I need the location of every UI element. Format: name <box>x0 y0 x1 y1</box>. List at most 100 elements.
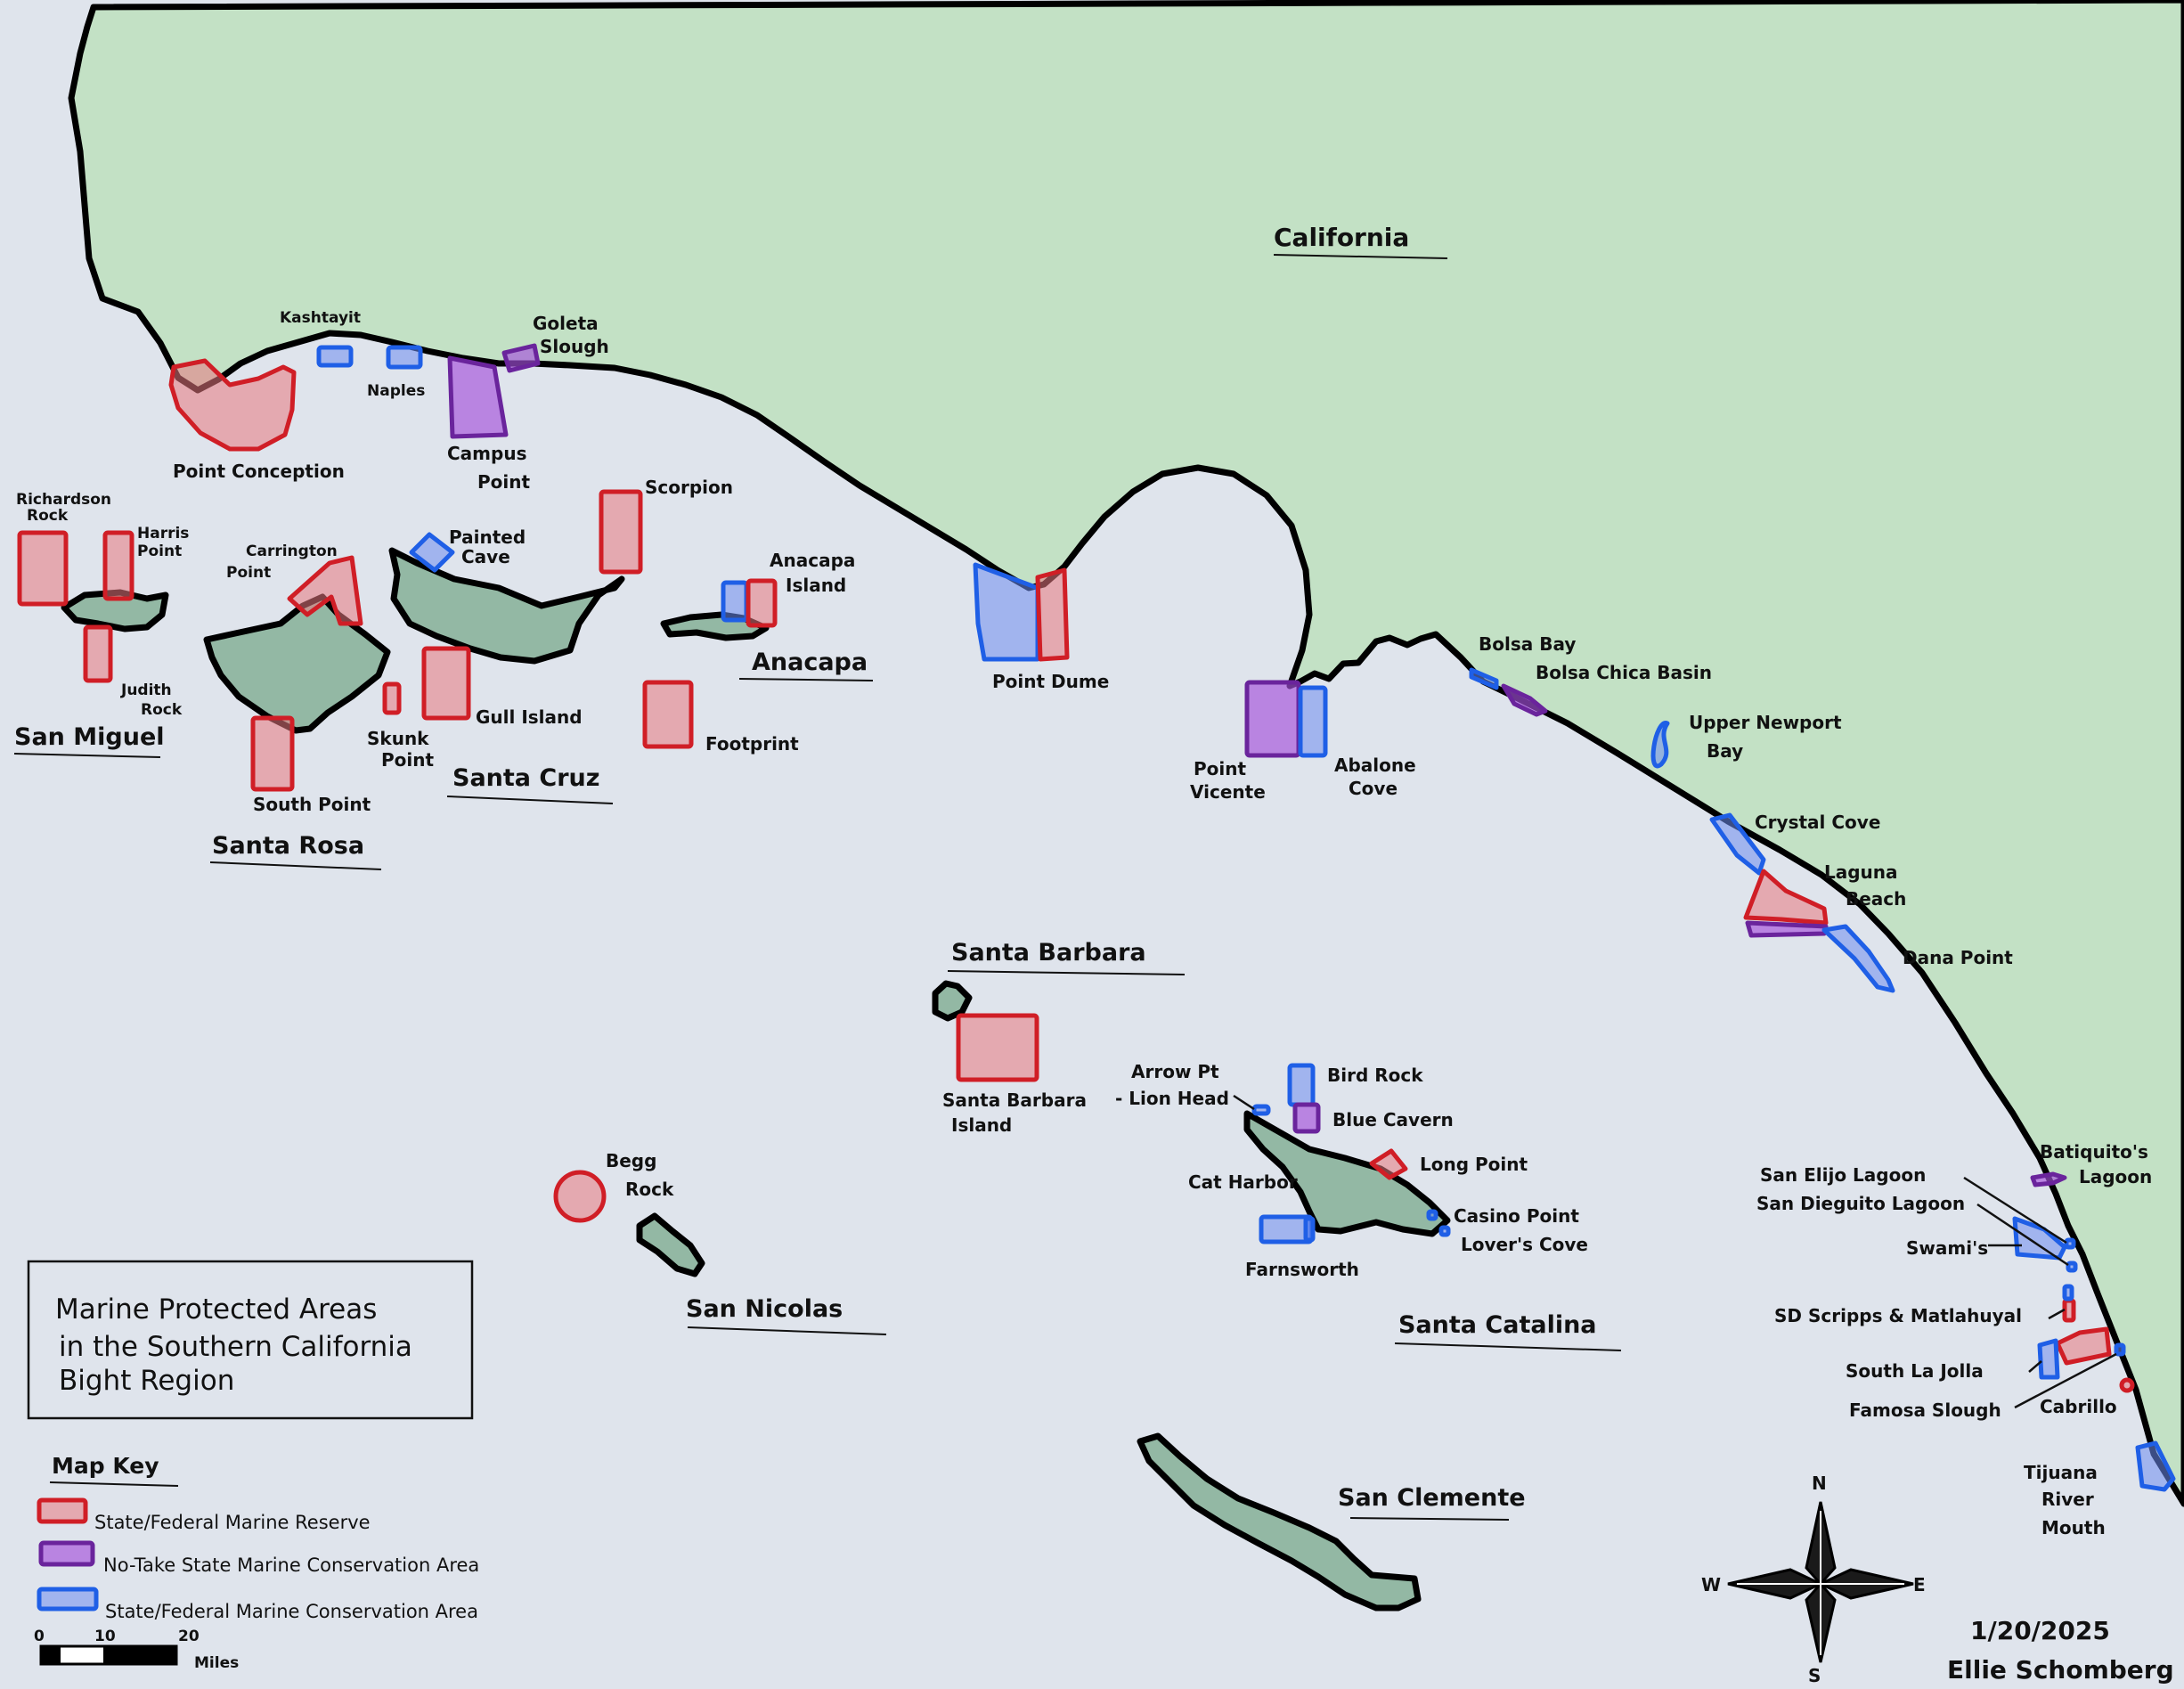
label-point-vicente-1: Point <box>1194 758 1246 779</box>
compass-n: N <box>1812 1473 1827 1494</box>
island-san-clemente <box>1137 1432 1422 1611</box>
label-crystal-cove: Crystal Cove <box>1755 812 1880 833</box>
label-harris-2: Point <box>137 543 182 560</box>
leader-scripps <box>2048 1308 2066 1320</box>
mpa-crystal-cove <box>1709 812 1766 876</box>
mpa-kashtayit <box>316 345 354 368</box>
mpa-san-dieguito-lagoon <box>2066 1261 2078 1273</box>
mpa-cabrillo <box>2119 1377 2135 1393</box>
mpa-point-conception <box>168 358 297 452</box>
key-swatch-reserve <box>37 1497 88 1524</box>
key-label-no-take: No-Take State Marine Conservation Area <box>103 1554 479 1576</box>
key-label-reserve: State/Federal Marine Reserve <box>94 1512 371 1533</box>
label-skunk-2: Point <box>381 749 434 771</box>
mpa-batiquitos-lagoon <box>2030 1171 2067 1187</box>
mpa-upper-newport-bay <box>1650 721 1670 769</box>
title-line-1: Marine Protected Areas <box>55 1293 377 1326</box>
leader-san-elijo <box>1963 1176 2067 1244</box>
mpa-bolsa-bay <box>1469 667 1499 690</box>
mpa-carrington-point <box>287 555 363 626</box>
island-label-santa-rosa: Santa Rosa <box>212 832 364 860</box>
mpa-anacapa-island-smca <box>721 580 749 623</box>
underline-santa-rosa <box>209 861 382 870</box>
mpa-lovers-cove <box>1438 1225 1451 1237</box>
mpa-casino-point <box>1426 1209 1438 1221</box>
label-goleta-1: Goleta <box>533 313 599 334</box>
mpa-scorpion <box>599 489 643 575</box>
title-box <box>27 1260 474 1420</box>
label-naples: Naples <box>367 382 425 400</box>
label-begg-2: Rock <box>625 1179 674 1200</box>
mpa-judith-rock <box>83 624 113 683</box>
label-tijuana-1: Tijuana <box>2024 1462 2098 1483</box>
label-scorpion: Scorpion <box>645 477 733 498</box>
label-harris-1: Harris <box>137 525 189 543</box>
scale-tick-0: 0 <box>34 1628 45 1645</box>
label-gull-island: Gull Island <box>476 706 583 728</box>
leader-famosa <box>2014 1352 2117 1409</box>
mpa-anacapa-island-smr <box>746 578 778 628</box>
compass-rose: N S W E <box>1701 1473 1926 1686</box>
label-casino-point: Casino Point <box>1454 1205 1579 1227</box>
title-line-2: in the Southern California <box>59 1331 412 1363</box>
label-long-point: Long Point <box>1420 1154 1528 1175</box>
leader-south-la-jolla <box>2028 1360 2042 1373</box>
mpa-goleta-slough <box>501 343 541 373</box>
credit-date: 1/20/2025 <box>1970 1616 2110 1645</box>
mpa-painted-cave <box>409 532 455 573</box>
label-judith-1: Judith <box>120 681 172 699</box>
label-batiquitos-1: Batiquito's <box>2040 1141 2148 1163</box>
mpa-santa-barbara-island <box>956 1013 1039 1082</box>
label-cat-harbor: Cat Harbor <box>1188 1171 1298 1193</box>
label-california: California <box>1274 223 1409 252</box>
underline-santa-barbara <box>947 970 1186 975</box>
mpa-harris-point <box>102 530 134 601</box>
island-san-nicolas <box>636 1212 705 1277</box>
leader-arrow-point <box>1233 1094 1255 1111</box>
label-south-point: South Point <box>253 794 371 815</box>
label-point-dume: Point Dume <box>992 671 1109 692</box>
mpa-south-point <box>250 715 295 792</box>
label-painted-1: Painted <box>449 526 526 548</box>
mpa-bolsa-chica-basin <box>1501 683 1548 717</box>
label-sb-island-1: Santa Barbara <box>942 1089 1087 1111</box>
label-judith-2: Rock <box>141 701 183 719</box>
scale-unit: Miles <box>194 1654 239 1672</box>
label-tijuana-2: River <box>2041 1489 2094 1510</box>
mpa-laguna-beach-nosmca <box>1745 920 1829 938</box>
label-dana-point: Dana Point <box>1903 947 2013 968</box>
key-label-conservation: State/Federal Marine Conservation Area <box>105 1601 478 1622</box>
island-label-anacapa: Anacapa <box>752 649 868 676</box>
label-upper-newport-2: Bay <box>1707 740 1743 762</box>
label-arrow-1: Arrow Pt <box>1131 1061 1219 1082</box>
compass-e: E <box>1913 1574 1926 1595</box>
underline-san-miguel <box>13 753 161 758</box>
label-san-elijo: San Elijo Lagoon <box>1760 1164 1926 1186</box>
island-santa-catalina <box>1243 1110 1451 1237</box>
label-richardson-1: Richardson <box>16 491 111 509</box>
island-label-san-miguel: San Miguel <box>14 723 165 751</box>
label-painted-2: Cave <box>461 546 510 567</box>
mpa-campus-point <box>447 355 509 439</box>
label-lovers-cove: Lover's Cove <box>1461 1234 1588 1255</box>
mainland-california <box>68 0 2184 1507</box>
label-bird-rock: Bird Rock <box>1327 1065 1423 1086</box>
label-tijuana-3: Mouth <box>2041 1517 2106 1538</box>
label-swamis: Swami's <box>1906 1237 1988 1259</box>
label-skunk-1: Skunk <box>367 728 429 749</box>
underline-san-nicolas <box>687 1326 887 1335</box>
island-label-santa-barbara: Santa Barbara <box>951 939 1146 967</box>
mpa-point-dume-smca <box>973 562 1040 662</box>
label-famosa: Famosa Slough <box>1849 1399 2001 1421</box>
label-anacapa-isl-2: Island <box>786 575 846 596</box>
label-point-conception: Point Conception <box>173 461 345 482</box>
mpa-arrow-point <box>1251 1104 1271 1116</box>
label-cabrillo: Cabrillo <box>2040 1396 2117 1417</box>
mpa-point-vicente <box>1244 680 1301 758</box>
label-campus-1: Campus <box>447 443 526 464</box>
island-label-san-clemente: San Clemente <box>1338 1484 1526 1512</box>
title-line-3: Bight Region <box>59 1365 234 1397</box>
label-south-la-jolla: South La Jolla <box>1846 1360 1984 1382</box>
label-abalone-2: Cove <box>1349 778 1398 799</box>
